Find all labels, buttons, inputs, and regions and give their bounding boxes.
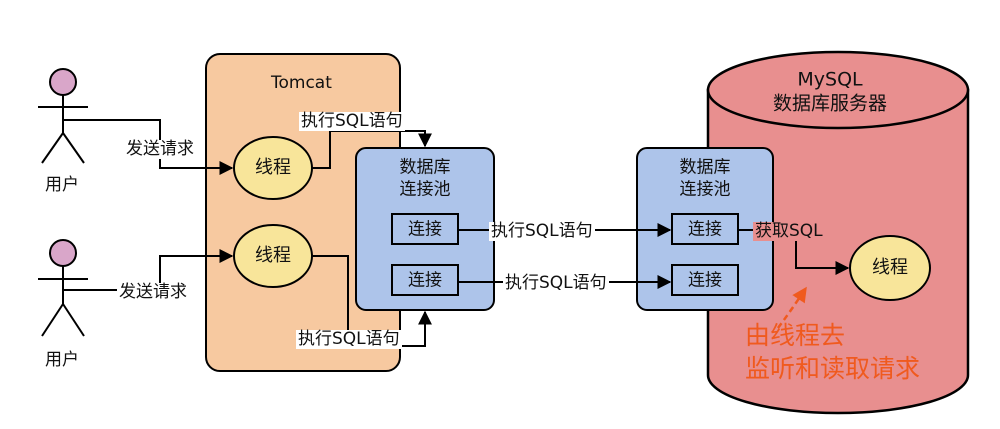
- right-connection-box-2: [671, 264, 739, 296]
- link-exec-sql-label-1: 执行SQL语句: [489, 221, 595, 241]
- left-pool-title-line1: 数据库: [399, 157, 451, 178]
- mysql-title-line2: 数据库服务器: [772, 92, 888, 115]
- annotation-line1: 由线程去: [745, 321, 846, 350]
- arrow-user2-to-thread2: [63, 249, 234, 291]
- tomcat-title: Tomcat: [271, 73, 332, 93]
- user-1-action-label: 发送请求: [124, 139, 196, 159]
- annotation-arrow: [776, 286, 808, 329]
- exec-sql-bottom-label: 执行SQL语句: [296, 329, 402, 349]
- fetch-sql-label: 获取SQL: [753, 221, 825, 241]
- tomcat-thread-label-2: 线程: [255, 245, 291, 266]
- exec-sql-top-label: 执行SQL语句: [299, 111, 405, 131]
- arrow-thread1-to-pool: [312, 130, 432, 169]
- tomcat-thread-label-1: 线程: [255, 157, 291, 178]
- user-icon-2: [38, 239, 88, 337]
- right-pool-title-line2: 连接池: [679, 179, 731, 200]
- link-exec-sql-label-2: 执行SQL语句: [503, 273, 609, 293]
- right-connection-box-1: [671, 213, 739, 245]
- left-connection-label-1: 连接: [408, 219, 442, 240]
- left-connection-box-2: [391, 264, 459, 296]
- user-2-action-label: 发送请求: [117, 282, 189, 302]
- user-2-label: 用户: [45, 350, 79, 370]
- left-connection-label-2: 连接: [408, 270, 442, 291]
- right-pool-title-line1: 数据库: [679, 157, 731, 178]
- mysql-title-line1: MySQL: [797, 68, 863, 91]
- user-icon-1: [38, 68, 88, 164]
- mysql-thread-circle: [849, 235, 931, 301]
- left-pool-title-line2: 连接池: [399, 179, 451, 200]
- user-1-label: 用户: [45, 175, 79, 195]
- right-connection-label-2: 连接: [688, 270, 722, 291]
- right-connection-label-1: 连接: [688, 219, 722, 240]
- mysql-thread-label: 线程: [872, 257, 908, 278]
- annotation-line2: 监听和读取请求: [745, 354, 921, 383]
